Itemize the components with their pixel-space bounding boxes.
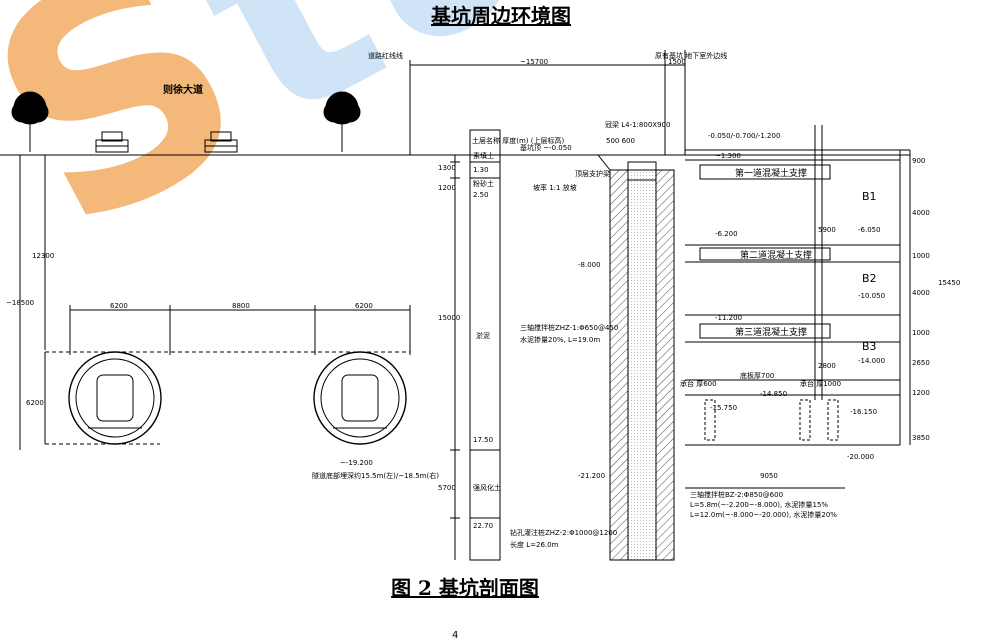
dim-9050: 9050 — [760, 472, 778, 480]
figure-caption: 图 2 基坑剖面图 — [391, 576, 539, 600]
strata-thk-2: 1200 — [438, 184, 456, 192]
label-platform-700: 底板厚700 — [740, 371, 774, 380]
level-b2: B2 — [862, 272, 877, 285]
elev-1: -0.050/-0.700/-1.200 — [708, 132, 780, 140]
rdim-900: 900 — [912, 157, 925, 165]
page-number: 4 — [452, 630, 459, 641]
strata-thk-3: 15000 — [438, 314, 460, 322]
support-2: 第二道混凝土支撑 — [740, 249, 812, 261]
page-title: 基坑周边环境图 — [431, 4, 571, 28]
tunnel-bottom-elev: ~-19.200 — [340, 459, 373, 467]
strata-name-2: 粉砂土 — [473, 179, 494, 188]
strata-elev-1: 1.30 — [473, 166, 489, 174]
tunnel-left — [68, 351, 162, 445]
dim-8800: 8800 — [232, 302, 250, 310]
elev-5: -8.000 — [578, 261, 601, 269]
elev-13: -21.200 — [578, 472, 605, 480]
dim-6200-height: 6200 — [26, 399, 44, 407]
elev-11: -16.150 — [850, 408, 877, 416]
rdim-5900: 5900 — [818, 226, 836, 234]
rdim-2650: 2650 — [912, 359, 930, 367]
dim-1500: 1500 — [668, 58, 686, 66]
elev-7: -11.200 — [715, 314, 742, 322]
rdim-1000-a: 1000 — [912, 252, 930, 260]
strata-elev-3: 17.50 — [473, 436, 493, 444]
elev-6: -10.050 — [858, 292, 885, 300]
rdim-2800: 2800 — [818, 362, 836, 370]
label-pile1b: 水泥掺量20%, L=19.0m — [520, 335, 600, 344]
label-pile2: 钻孔灌注桩ZHZ-2:Φ1000@1200 — [510, 528, 617, 537]
support-1: 第一道混凝土支撑 — [735, 167, 807, 179]
label-wall: 原有基坑 地下室外边线 — [655, 51, 727, 60]
elev-9: -15.750 — [710, 404, 737, 412]
label-platform-1000: 承台 厚1000 — [800, 379, 841, 388]
elev-2: ~1.300 — [715, 152, 741, 160]
strata-name-4: 强风化土 — [473, 483, 501, 492]
label-size-500: 500 600 — [606, 137, 635, 145]
label-platform-600: 承台 厚600 — [680, 379, 717, 388]
dim-12300: 12300 — [32, 252, 54, 260]
strata-thk-4: 5700 — [438, 484, 456, 492]
label-pile1: 三轴搅拌桩ZHZ-1:Φ650@450 — [520, 323, 618, 332]
strata-thk-1: 1300 — [438, 164, 456, 172]
dim-18500: ~18500 — [6, 299, 34, 307]
label-slope: 坡率 1:1 放坡 — [533, 183, 577, 192]
label-pile3b: L=5.8m(~-2.200~-8.000), 水泥掺量15% — [690, 500, 828, 509]
rdim-4000-b: 4000 — [912, 289, 930, 297]
section-drawing: 则徐大道 道路红线线 原有基坑 地下室外边线 ~15700 1500 6200 … — [0, 50, 960, 561]
car-right-icon — [204, 131, 238, 153]
road-name: 则徐大道 — [163, 83, 203, 96]
rdim-3850: 3850 — [912, 434, 930, 442]
label-pile3a: 三轴搅拌桩BZ-2:Φ850@600 — [690, 490, 783, 499]
dim-6200-right: 6200 — [355, 302, 373, 310]
tree-left-icon — [11, 91, 49, 152]
dim-6200-left: 6200 — [110, 302, 128, 310]
rdim-1200: 1200 — [912, 389, 930, 397]
elev-10: -14.850 — [760, 390, 787, 398]
tree-right-icon — [323, 91, 361, 152]
support-3: 第三道混凝土支撑 — [735, 326, 807, 338]
level-b3: B3 — [862, 340, 877, 353]
tunnel-right — [313, 351, 407, 445]
strata-header: 土层名称 厚度(m) (上层标高) — [472, 136, 564, 145]
strata-name-1: 素填土 — [473, 151, 494, 160]
rdim-4000-a: 4000 — [912, 209, 930, 217]
label-crown-beam: 冠梁 L4-1:800X900 — [605, 120, 670, 129]
elev-12: -20.000 — [847, 453, 874, 461]
rdim-1000-b: 1000 — [912, 329, 930, 337]
label-top-beam: 顶层支护梁 — [575, 169, 610, 178]
car-left-icon — [95, 131, 129, 153]
level-b1: B1 — [862, 190, 877, 203]
label-pile2b: 长度 L=26.0m — [510, 540, 559, 549]
elev-4: -6.050 — [858, 226, 881, 234]
elev-8: -14.000 — [858, 357, 885, 365]
dim-15700: ~15700 — [520, 58, 548, 66]
strata-elev-4: 22.70 — [473, 522, 493, 530]
tunnel-note: 隧道底部埋深约15.5m(左)/~18.5m(右) — [312, 471, 439, 480]
rdim-15450: 15450 — [938, 279, 960, 287]
label-pile3c: L=12.0m(~-8.000~-20.000), 水泥掺量20% — [690, 510, 837, 519]
elev-3: -6.200 — [715, 230, 738, 238]
strata-elev-2: 2.50 — [473, 191, 489, 199]
label-red-line: 道路红线线 — [368, 51, 403, 60]
strata-name-3: 淤泥 — [476, 331, 490, 340]
label-excav-top: 基坑顶 ~-0.050 — [520, 143, 572, 152]
